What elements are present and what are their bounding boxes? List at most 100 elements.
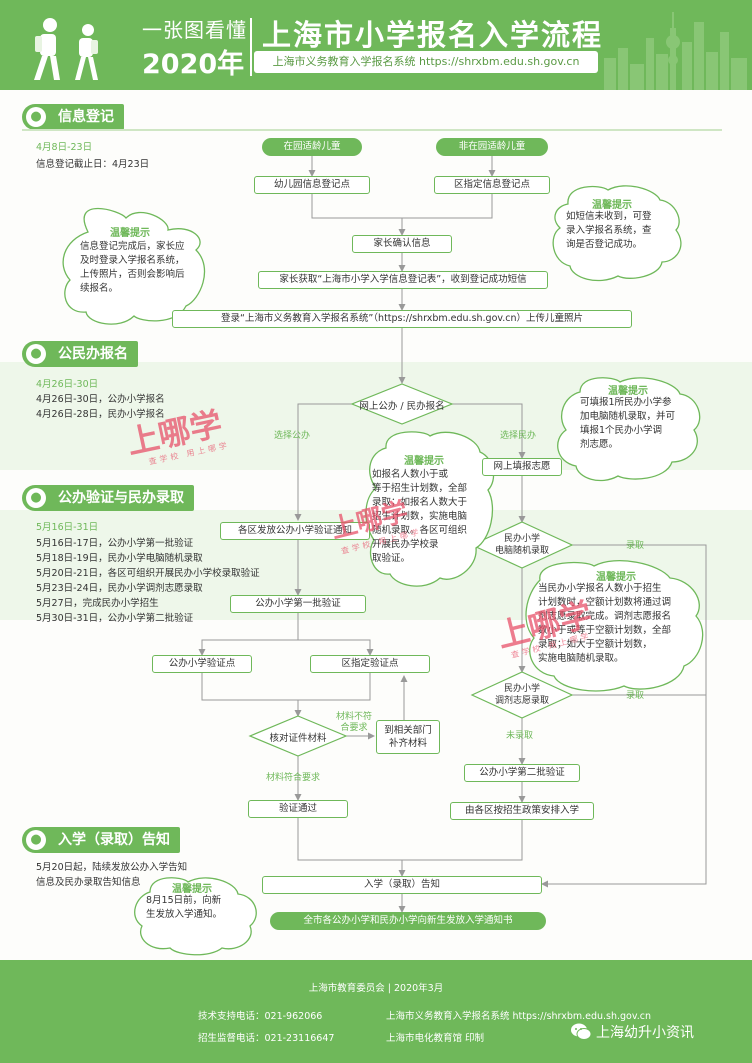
tip-5-text: 当民办小学报名人数小于招生 计划数时，空额计划数将通过调 剂志愿录取完成。调剂志… <box>538 582 671 666</box>
tip-line: 计划数时，空额计划数将通过调 <box>538 597 672 608</box>
section-register-title: 公民办报名 <box>58 346 128 362</box>
node-private-adjust-line: 调剂志愿录取 <box>494 696 549 706</box>
node-private-lottery-line: 民办小学 <box>503 534 540 544</box>
header-tagline: 一张图看懂 <box>142 18 247 42</box>
tip-line: 实施电脑随机录取。 <box>538 653 624 664</box>
tip-4-text: 如报名人数小于或 等于招生计划数，全部 录取；如报名人数大于 招生计划数，实施电… <box>372 468 467 566</box>
tip-line: 录取；如大于空额计划数， <box>538 639 653 650</box>
tip-line: 取验证。 <box>372 553 411 564</box>
node-in-kinder: 在园适龄儿童 <box>262 138 362 156</box>
tip-line: 如短信未收到，可登 <box>566 211 652 222</box>
decision-online-register <box>350 383 454 425</box>
node-check-docs: 核对证件材料 <box>269 733 327 744</box>
node-supplement: 到相关部门 补齐材料 <box>376 720 440 754</box>
node-district-point: 区指定信息登记点 <box>434 176 550 194</box>
section-info-line: 信息登记截止日：4月23日 <box>36 159 150 170</box>
tip-line: 开展民办学校录 <box>372 539 439 550</box>
label-admitted: 录取 <box>626 541 645 551</box>
tip-line: 剂志愿录取完成。调剂志愿报名 <box>538 611 672 622</box>
tip-line: 录取；如报名人数大于 <box>372 497 468 508</box>
tip-4-title: 温馨提示 <box>404 456 444 467</box>
section-info-title: 信息登记 <box>58 109 114 125</box>
person-icon: ● <box>26 830 46 850</box>
section-register-line: 4月26日-28日，民办小学报名 <box>36 409 165 420</box>
tip-bubble-6 <box>134 877 257 956</box>
node-enroll-notice: 入学（录取）告知 <box>262 876 542 894</box>
tip-line: 填报1个民办小学调 <box>580 425 663 436</box>
header-system-url: 上海市义务教育入学报名系统 https://shrxbm.edu.sh.gov.… <box>254 51 598 73</box>
children-icon <box>34 18 98 80</box>
footer-supervise: 招生监督电话：021-23116647 <box>198 1033 335 1044</box>
section-verify-title: 公办验证与民办录取 <box>58 490 184 506</box>
tip-line: 剂志愿。 <box>580 439 619 450</box>
node-supplement-line: 补齐材料 <box>388 738 427 749</box>
tip-line: 等于招生计划数，全部 <box>372 483 468 494</box>
section-register-header: ● 公民办报名 <box>22 341 138 367</box>
label-admitted: 录取 <box>626 691 645 701</box>
section-register-line: 4月26日-30日，公办小学报名 <box>36 394 165 405</box>
node-parent-get: 家长获取“上海市小学入学信息登记表”，收到登记成功短信 <box>258 271 548 289</box>
tip-6-title: 温馨提示 <box>172 884 212 895</box>
footer-system-url: 上海市义务教育入学报名系统 https://shrxbm.edu.sh.gov.… <box>386 1011 652 1022</box>
node-fill-wish: 网上填报志愿 <box>482 458 562 476</box>
tip-line: 及时登录入学报名系统， <box>80 255 185 266</box>
node-private-lottery-line: 电脑随机录取 <box>494 546 549 556</box>
tip-1-text: 信息登记完成后，家长应 及时登录入学报名系统， 上传照片，否则会影响后 续报名。 <box>80 240 185 296</box>
tip-5-title: 温馨提示 <box>596 572 636 583</box>
section-verify-line: 5月18日-19日，民办小学电脑随机录取 <box>36 553 203 564</box>
label-choose-private: 选择民办 <box>500 431 537 441</box>
section-notice-header: ● 入学（录取）告知 <box>22 827 180 853</box>
label-choose-public: 选择公办 <box>274 431 311 441</box>
decision-check-docs <box>248 715 348 757</box>
decision-private-adjust <box>470 671 574 719</box>
section-notice-line: 信息及民办录取告知信息 <box>36 877 141 888</box>
tip-2-title: 温馨提示 <box>592 200 632 211</box>
person-icon: ● <box>26 344 46 364</box>
label-not-admitted: 未录取 <box>506 731 534 741</box>
tip-line: 录入学报名系统，查 <box>566 225 652 236</box>
node-verify-pass: 验证通过 <box>248 800 348 818</box>
node-supplement-line: 到相关部门 <box>384 725 432 736</box>
node-login-system: 登录“上海市义务教育入学报名系统”（https://shrxbm.edu.sh.… <box>172 310 632 328</box>
label-docs-not-ok: 材料不符合要求 <box>335 712 372 733</box>
decision-private-lottery <box>470 521 574 569</box>
node-private-adjust: 民办小学 调剂志愿录取 <box>482 683 562 707</box>
tip-line: 随机录取。各区可组织 <box>372 525 468 536</box>
footer-printer: 上海市电化教育馆 印制 <box>386 1033 485 1044</box>
tip-line: 数小于或等于空额计划数，全部 <box>538 625 672 636</box>
node-kinder-point: 幼儿园信息登记点 <box>254 176 370 194</box>
tip-line: 生发放入学通知。 <box>146 909 223 920</box>
node-final-notice: 全市各公办小学和民办小学向新生发放入学通知书 <box>270 912 546 930</box>
tip-3-text: 可填报1所民办小学参 加电脑随机录取，并可 填报1个民办小学调 剂志愿。 <box>580 396 675 452</box>
section-register-date: 4月26日-30日 <box>36 379 99 390</box>
header-divider <box>250 18 252 76</box>
header-year: 2020年 <box>142 49 245 80</box>
tip-6-text: 8月15日前，向新 生发放入学通知。 <box>146 894 222 922</box>
person-icon: ● <box>26 488 46 508</box>
tip-bubble-3 <box>557 377 701 482</box>
tip-bubble-1 <box>62 207 206 325</box>
section-notice-title: 入学（录取）告知 <box>58 832 170 848</box>
tip-line: 询是否登记成功。 <box>566 239 643 250</box>
tip-line: 如报名人数小于或 <box>372 469 449 480</box>
section-info-rule <box>22 129 722 131</box>
footer-wechat: 上海幼升小资讯 <box>596 1025 694 1041</box>
section-verify-line: 5月20日-21日，各区可组织开展民办小学校录取验证 <box>36 568 260 579</box>
page-title: 上海市小学报名入学流程 <box>262 18 604 52</box>
node-private-adjust-line: 民办小学 <box>503 684 540 694</box>
tip-bubble-2 <box>552 185 682 282</box>
tip-line: 上传照片，否则会影响后 <box>80 269 185 280</box>
node-second-verify: 公办小学第二批验证 <box>464 764 580 782</box>
footer: 上海市教育委员会 | 2020年3月 技术支持电话：021-962066 招生监… <box>0 960 752 1063</box>
label-docs-ok: 材料符合要求 <box>266 773 321 783</box>
tip-line: 8月15日前，向新 <box>146 895 222 906</box>
section-verify-line: 5月16日-17日，公办小学第一批验证 <box>36 538 194 549</box>
node-not-in-kinder: 非在园适龄儿童 <box>436 138 548 156</box>
header-banner: 一张图看懂 2020年 上海市小学报名入学流程 上海市义务教育入学报名系统 ht… <box>0 0 752 90</box>
tip-line: 当民办小学报名人数小于招生 <box>538 583 662 594</box>
node-private-lottery: 民办小学 电脑随机录取 <box>482 533 562 557</box>
tip-line: 信息登记完成后，家长应 <box>80 241 185 252</box>
section-notice-line: 5月20日起，陆续发放公办入学告知 <box>36 862 188 873</box>
section-verify-header: ● 公办验证与民办录取 <box>22 485 194 511</box>
tip-1-title: 温馨提示 <box>110 228 150 239</box>
